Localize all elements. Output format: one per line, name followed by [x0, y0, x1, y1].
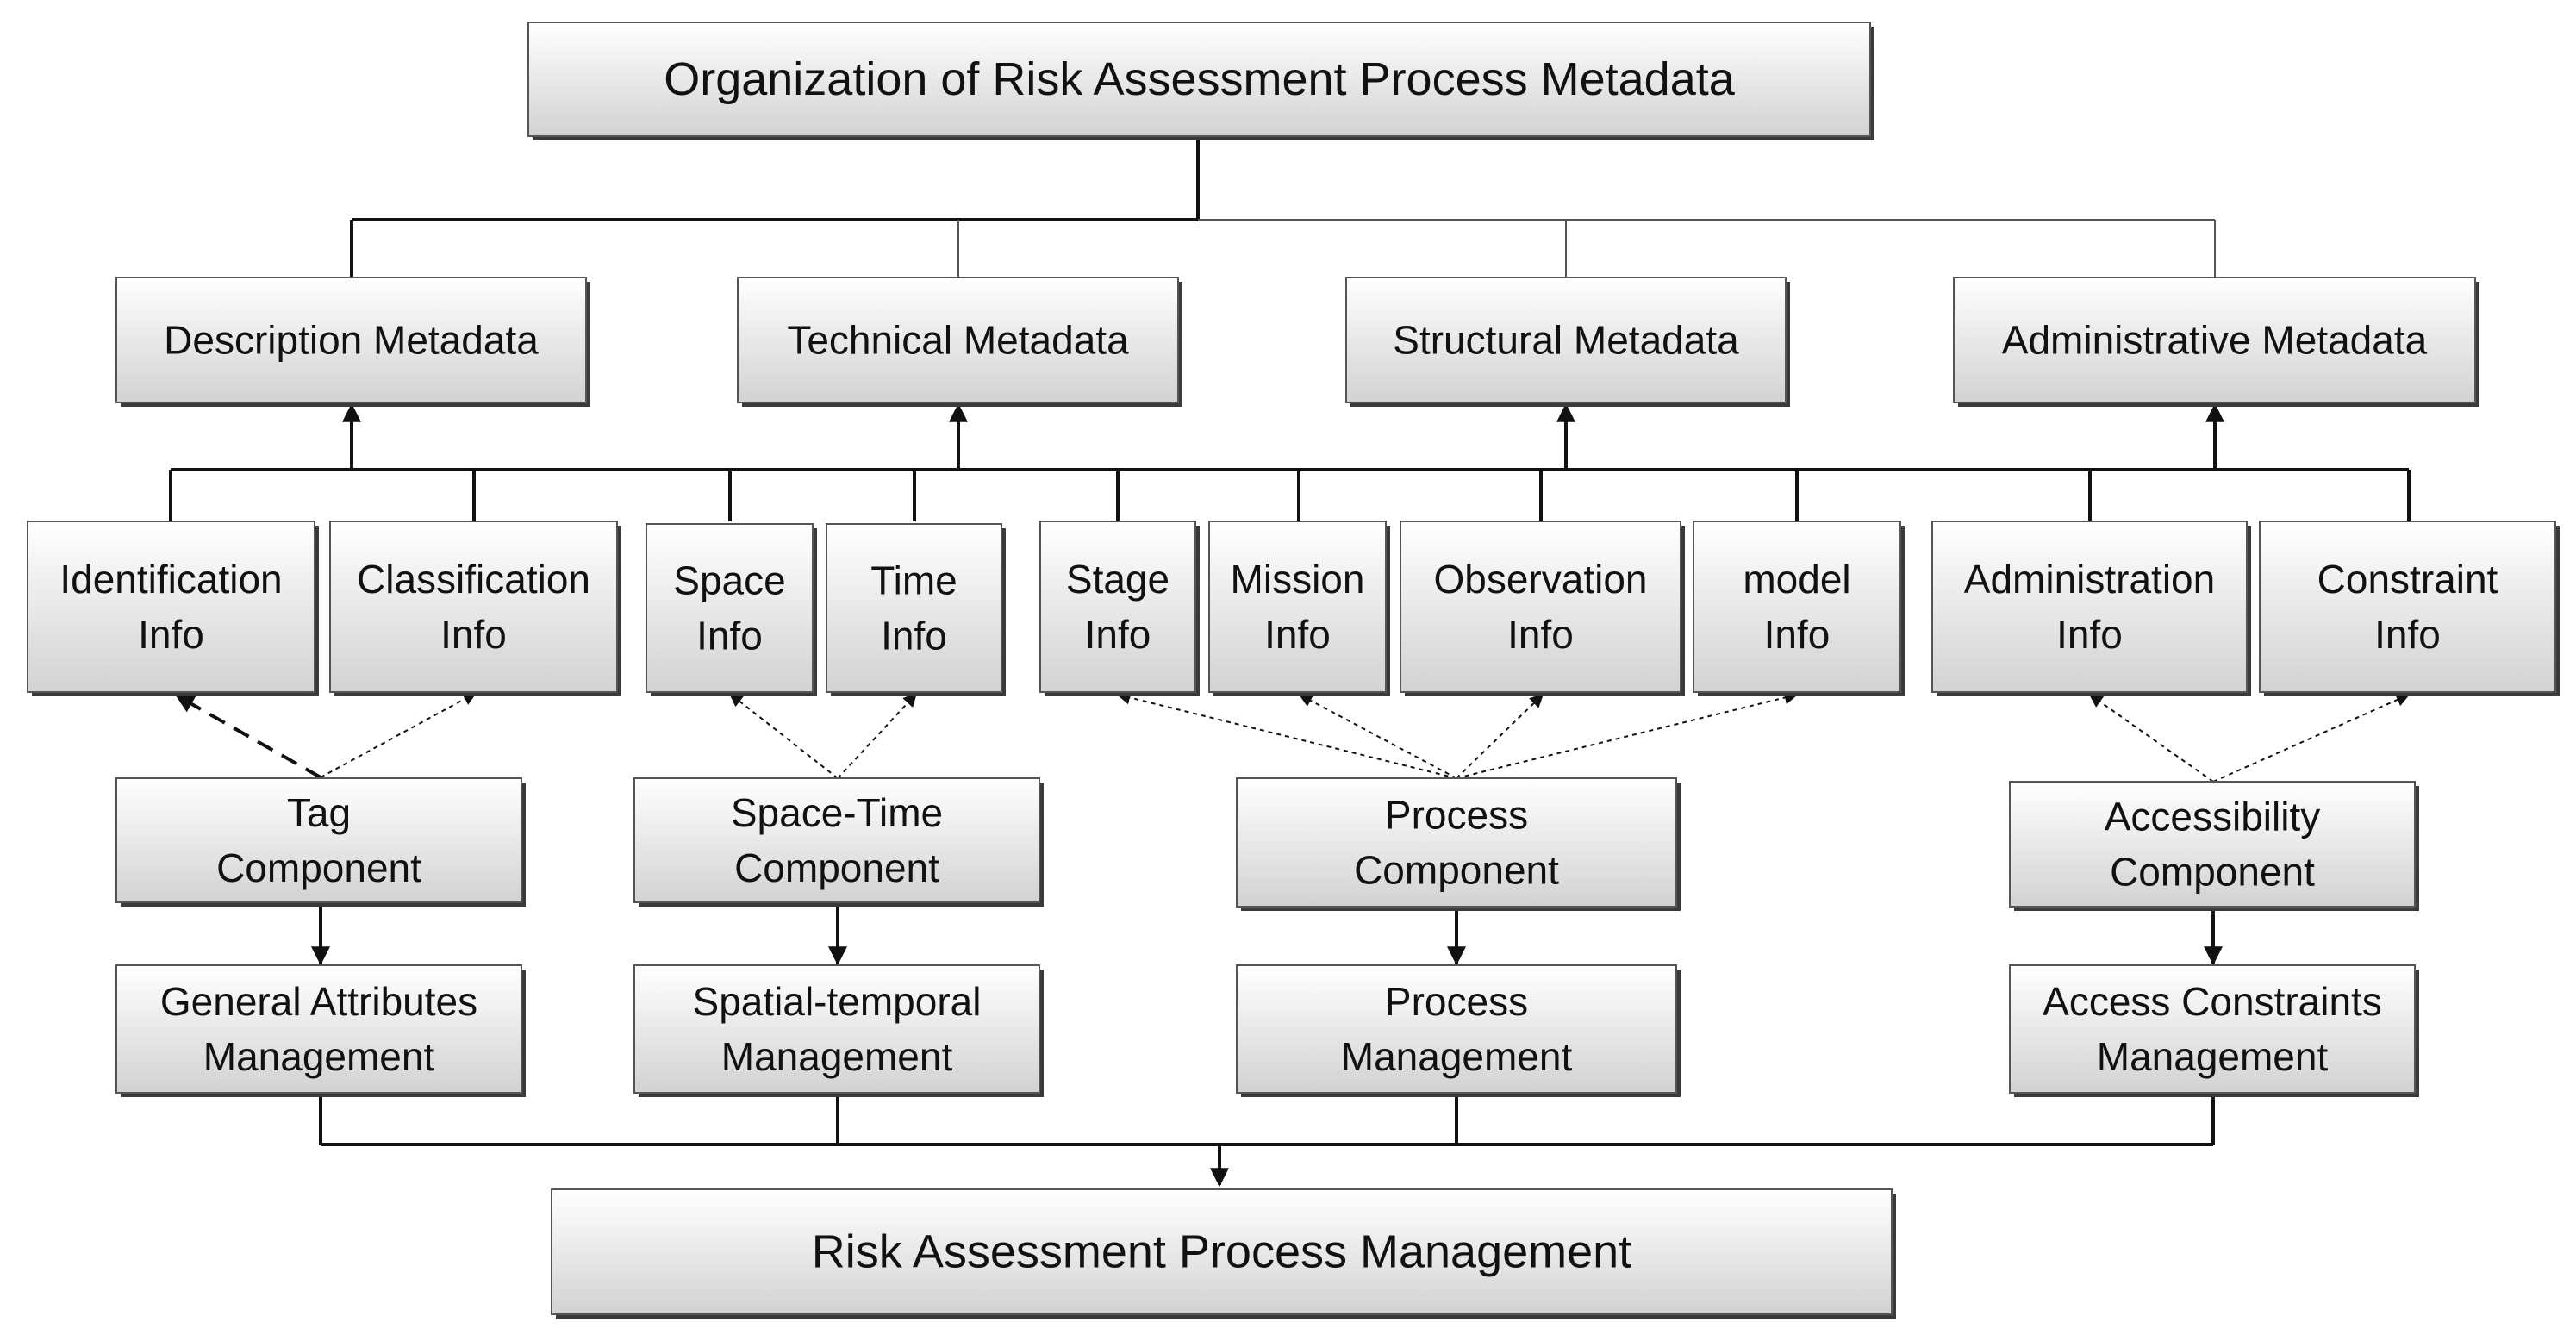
risk-assessment-management-box: Risk Assessment Process Management — [551, 1188, 1896, 1319]
info-identification-label-line-2: Info — [138, 612, 204, 657]
info-stage-rect — [1039, 521, 1196, 693]
info-constraint-label-line-2: Info — [2374, 612, 2441, 657]
info-stage-label-line-2: Info — [1085, 612, 1151, 657]
category-structural: Structural Metadata — [1345, 277, 1790, 407]
management-access-constraints-label-line-1: Access Constraints — [2043, 979, 2382, 1024]
management-spatial-temporal-rect — [633, 964, 1040, 1094]
component-accessibility-rect — [2009, 781, 2416, 908]
management-process-label-line-1: Process — [1385, 979, 1528, 1024]
info-identification-rect — [27, 521, 315, 693]
diagram-boxes: Organization of Risk Assessment Process … — [27, 22, 2560, 1319]
component-space-time-rect — [633, 777, 1040, 903]
management-spatial-temporal-label-line-2: Management — [721, 1034, 953, 1079]
category-description-label-line-1: Description Metadata — [164, 318, 539, 363]
component-space-time-label-line-1: Space-Time — [731, 790, 943, 835]
management-general-attributes-rect — [115, 964, 522, 1094]
category-administrative-rect — [1953, 277, 2476, 403]
component-process-label-line-2: Component — [1354, 848, 1559, 893]
info-time-rect — [826, 523, 1002, 693]
info-classification-label-line-1: Classification — [357, 557, 590, 602]
info-time-label-line-2: Info — [881, 614, 947, 658]
info-classification-rect — [329, 521, 618, 693]
component-process-label-line-1: Process — [1385, 793, 1528, 838]
category-administrative: Administrative Metadata — [1953, 277, 2479, 407]
component-process-rect — [1236, 777, 1677, 908]
component-accessibility-label-line-1: Accessibility — [2105, 795, 2321, 839]
info-constraint-rect — [2259, 521, 2556, 693]
category-structural-rect — [1345, 277, 1787, 403]
info-space-label-line-1: Space — [673, 558, 785, 603]
management-general-attributes-label-line-2: Management — [203, 1034, 435, 1079]
management-access-constraints-rect — [2009, 964, 2416, 1094]
info-administration-rect — [1931, 521, 2248, 693]
management-process-rect — [1236, 964, 1677, 1094]
category-technical: Technical Metadata — [737, 277, 1182, 407]
info-mission-label-line-2: Info — [1264, 612, 1331, 657]
info-administration-label-line-2: Info — [2056, 612, 2123, 657]
component-space-time-label-line-2: Component — [734, 845, 939, 890]
title-box: Organization of Risk Assessment Process … — [527, 22, 1874, 140]
category-structural-label-line-1: Structural Metadata — [1393, 318, 1739, 363]
info-model-label-line-2: Info — [1764, 612, 1831, 657]
category-technical-label-line-1: Technical Metadata — [787, 318, 1129, 363]
component-tag-rect — [115, 777, 522, 903]
info-space-label-line-2: Info — [696, 614, 763, 658]
info-observation-label-line-2: Info — [1507, 612, 1574, 657]
management-general-attributes-label-line-1: General Attributes — [160, 979, 477, 1024]
component-tag-label-line-1: Tag — [287, 790, 351, 835]
category-technical-rect — [737, 277, 1179, 403]
risk-assessment-management-box-label-line-1: Risk Assessment Process Management — [812, 1226, 1631, 1278]
info-classification-label-line-2: Info — [440, 612, 507, 657]
connector-lines — [169, 136, 2411, 1188]
title-box-label-line-1: Organization of Risk Assessment Process … — [664, 53, 1736, 105]
info-stage-label-line-1: Stage — [1066, 557, 1169, 602]
management-access-constraints-label-line-2: Management — [2097, 1034, 2329, 1079]
info-mission-label-line-1: Mission — [1231, 557, 1365, 602]
category-administrative-label-line-1: Administrative Metadata — [2002, 318, 2428, 363]
management-process-label-line-2: Management — [1341, 1034, 1573, 1079]
title-box-rect — [527, 22, 1871, 137]
info-space-rect — [646, 523, 814, 693]
info-observation-label-line-1: Observation — [1433, 557, 1647, 602]
management-spatial-temporal-label-line-1: Spatial-temporal — [693, 979, 982, 1024]
info-time-label-line-1: Time — [870, 558, 957, 603]
category-description: Description Metadata — [115, 277, 590, 407]
info-observation-rect — [1400, 521, 1681, 693]
info-mission-rect — [1208, 521, 1387, 693]
info-model-label-line-1: model — [1743, 557, 1850, 602]
category-description-rect — [115, 277, 587, 403]
info-identification-label-line-1: Identification — [59, 557, 282, 602]
risk-assessment-management-box-rect — [551, 1188, 1893, 1315]
info-constraint-label-line-1: Constraint — [2317, 557, 2498, 602]
info-model-rect — [1693, 521, 1901, 693]
component-accessibility-label-line-2: Component — [2110, 850, 2315, 895]
info-administration-label-line-1: Administration — [1964, 557, 2215, 602]
component-tag-label-line-2: Component — [216, 845, 421, 890]
